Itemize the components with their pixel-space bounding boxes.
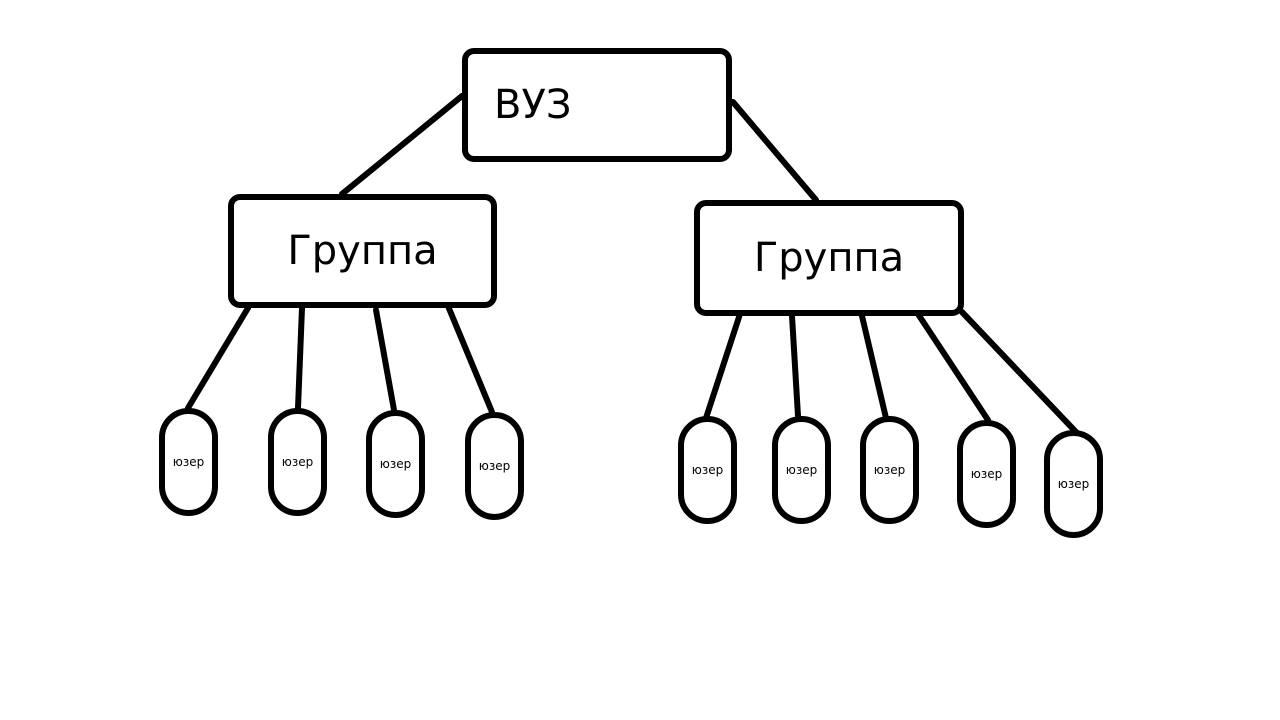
root-node: ВУЗ [462, 48, 732, 162]
link-group-1-user-2 [295, 305, 305, 411]
link-group-1-user-1 [185, 305, 251, 411]
group-node-2: Группа [694, 200, 964, 316]
root-label: ВУЗ [494, 82, 572, 128]
link-group-1-user-4 [445, 303, 495, 415]
user-node: юзер [678, 416, 737, 524]
user-node: юзер [465, 412, 524, 520]
group-node-1: Группа [228, 194, 497, 308]
link-root-group-2 [730, 99, 819, 203]
link-group-2-user-5 [959, 309, 1079, 435]
user-label: юзер [379, 457, 412, 471]
user-node: юзер [772, 416, 831, 524]
group-label: Группа [753, 235, 905, 281]
user-node: юзер [860, 416, 919, 524]
link-group-2-user-3 [859, 313, 889, 421]
user-node: юзер [957, 420, 1016, 528]
link-group-1-user-3 [373, 307, 397, 413]
user-label: юзер [785, 463, 818, 477]
user-node: юзер [159, 408, 218, 516]
user-node: юзер [366, 410, 425, 518]
user-label: юзер [172, 455, 205, 469]
user-label: юзер [691, 463, 724, 477]
user-label: юзер [1057, 477, 1090, 491]
user-label: юзер [478, 459, 511, 473]
user-label: юзер [970, 467, 1003, 481]
link-group-2-user-1 [703, 311, 743, 421]
link-group-2-user-2 [789, 313, 801, 419]
link-group-2-user-4 [915, 311, 991, 423]
user-node: юзер [1044, 430, 1103, 538]
user-label: юзер [281, 455, 314, 469]
link-root-group-1 [339, 93, 465, 197]
user-node: юзер [268, 408, 327, 516]
group-label: Группа [287, 228, 438, 274]
user-label: юзер [873, 463, 906, 477]
